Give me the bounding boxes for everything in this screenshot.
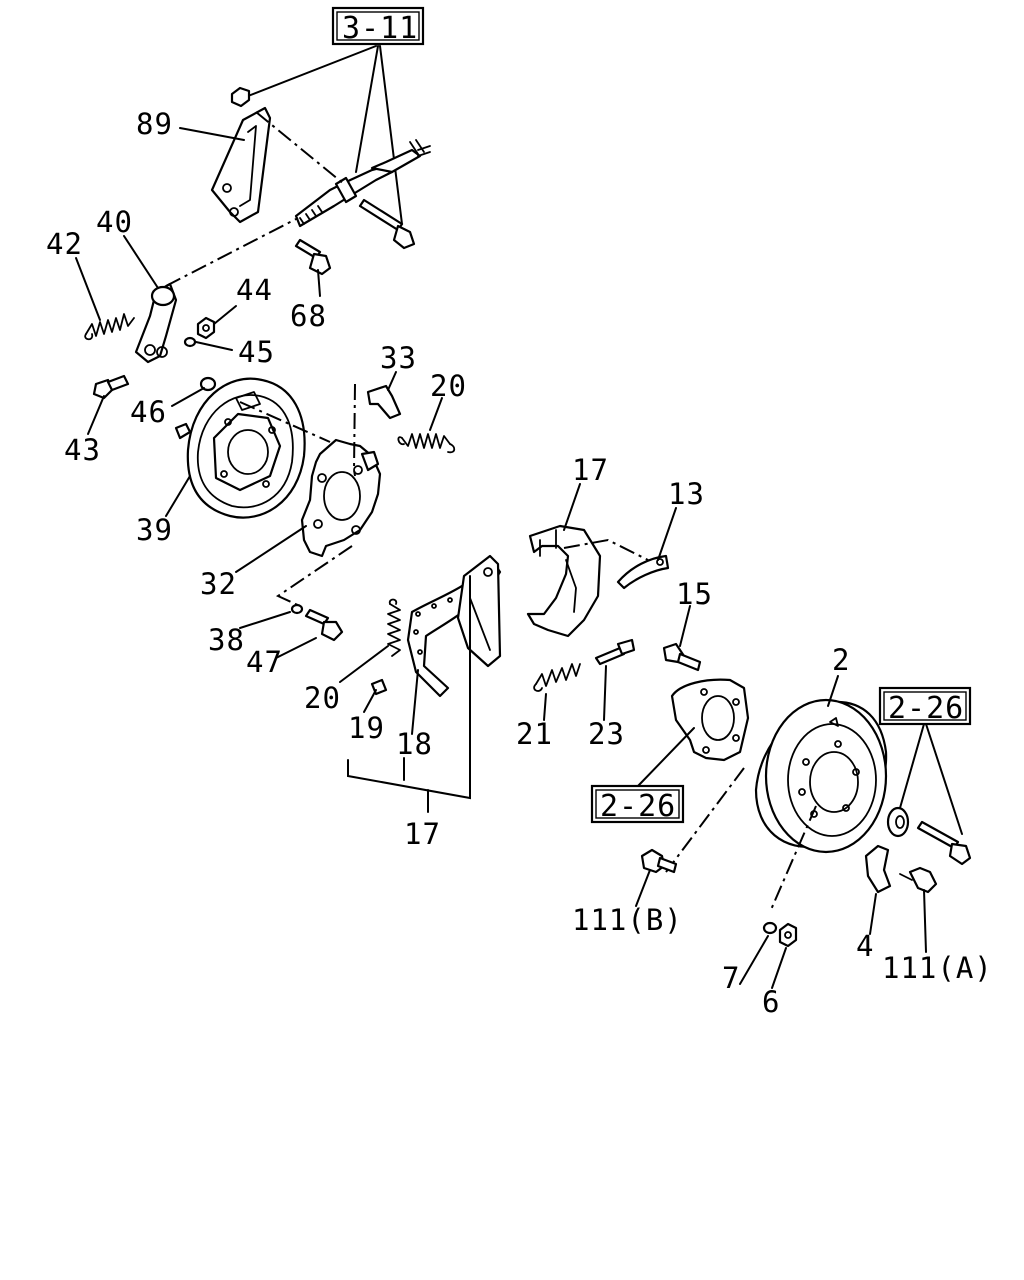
reference-label-2-26-right: 2-26 (888, 691, 964, 726)
bolt-111b (640, 848, 678, 874)
washer-46 (199, 376, 217, 392)
spring-20-lower (387, 598, 401, 657)
reference-label-3-11: 3-11 (342, 11, 418, 46)
bolt-111a (899, 866, 938, 894)
callout-23: 23 (588, 717, 625, 751)
callout-39: 39 (136, 513, 173, 547)
callout-13: 13 (668, 477, 705, 511)
washer-7 (762, 921, 778, 935)
reference-box-3-11[interactable]: 3-11 (331, 6, 425, 46)
callout-89: 89 (136, 107, 173, 141)
bolt-68 (294, 238, 332, 276)
bracket-89 (210, 106, 272, 224)
callout-45: 45 (238, 335, 275, 369)
callout-19: 19 (348, 711, 385, 745)
brake-shoe-17-upper (526, 524, 602, 638)
spring-21 (533, 663, 581, 692)
reference-box-2-26-hub[interactable]: 2-26 (590, 784, 685, 824)
callout-20-lower: 20 (304, 681, 341, 715)
nut-icon (230, 86, 251, 108)
brake-drum-2 (754, 698, 888, 854)
callout-21: 21 (516, 717, 553, 751)
backing-plate-39 (174, 377, 306, 519)
hub-nut (886, 806, 910, 838)
callout-2: 2 (832, 643, 850, 677)
callout-33: 33 (380, 341, 417, 375)
hub-flange (670, 678, 750, 762)
parking-brake-cable (294, 139, 431, 228)
bolt-47 (304, 608, 344, 642)
callout-68: 68 (290, 299, 327, 333)
hub-long-bolt (916, 820, 972, 866)
adjuster-23 (594, 638, 636, 666)
bolt-15 (662, 642, 702, 672)
anchor-plate-32 (300, 438, 382, 558)
callout-44: 44 (236, 273, 273, 307)
clip-4 (864, 844, 892, 894)
lever-40 (134, 282, 178, 364)
link-13 (616, 554, 670, 590)
callout-18: 18 (396, 727, 433, 761)
callout-47: 47 (246, 645, 283, 679)
callout-32: 32 (200, 567, 237, 601)
bolt-icon (358, 198, 416, 250)
callout-6: 6 (762, 985, 780, 1019)
callout-46: 46 (130, 395, 167, 429)
callout-111a: 111(A) (882, 951, 993, 985)
callout-38: 38 (208, 623, 245, 657)
reference-box-2-26-right[interactable]: 2-26 (878, 686, 972, 726)
washer-38 (290, 603, 304, 615)
reference-label-2-26-hub: 2-26 (600, 789, 676, 824)
brake-shoe-assembly-17 (406, 554, 502, 698)
nut-44 (196, 316, 216, 340)
nut-6 (778, 922, 798, 948)
callout-111b: 111(B) (572, 903, 683, 937)
washer-45 (183, 336, 197, 348)
callout-4: 4 (856, 929, 874, 963)
callout-20-upper: 20 (430, 369, 467, 403)
callout-40: 40 (96, 205, 133, 239)
callout-42: 42 (46, 227, 83, 261)
callout-43: 43 (64, 433, 101, 467)
bolt-43 (92, 374, 130, 400)
callout-17-upper: 17 (572, 453, 609, 487)
spring-20-upper (397, 433, 456, 454)
callout-15: 15 (676, 577, 713, 611)
callout-7: 7 (722, 961, 740, 995)
pin-33 (366, 384, 402, 420)
callout-17-lower: 17 (404, 817, 441, 851)
spring-42 (84, 313, 135, 341)
